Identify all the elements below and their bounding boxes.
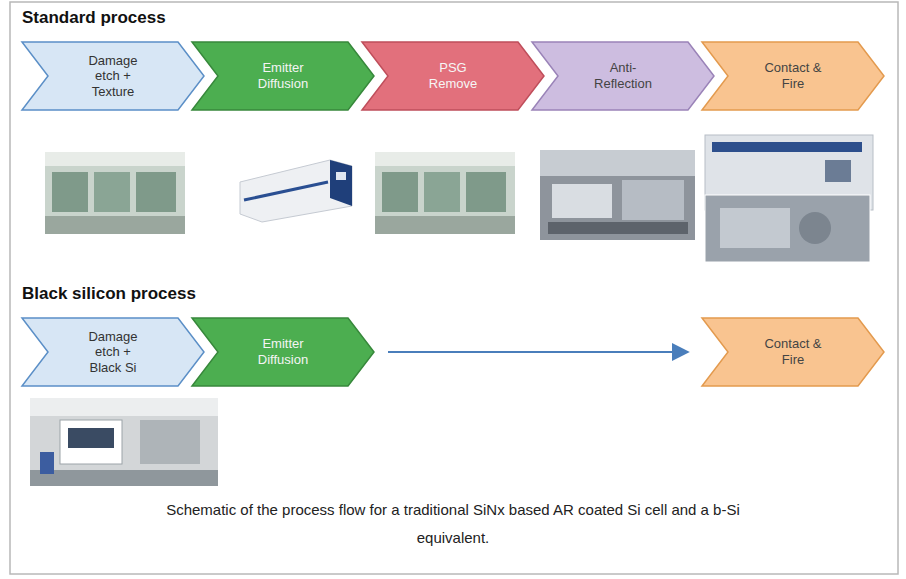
equipment-photo xyxy=(45,152,185,234)
equipment-photo xyxy=(375,152,515,234)
section-heading: Standard process xyxy=(22,8,166,28)
step-text: Emitter Diffusion xyxy=(248,336,318,367)
chevron-shape xyxy=(22,42,204,110)
step-text: Contact & Fire xyxy=(758,60,828,91)
process-chevron: Contact & Fire xyxy=(702,318,884,386)
chevron-shape xyxy=(532,42,714,110)
step-text: Damage etch + Texture xyxy=(78,53,148,100)
step-text: Anti-Reflection xyxy=(588,60,658,91)
chevron-shape xyxy=(702,42,884,110)
process-chevron: Emitter Diffusion xyxy=(192,318,374,386)
chevron-shape xyxy=(702,318,884,386)
chevron-shape xyxy=(192,318,374,386)
step-text: Contact & Fire xyxy=(758,336,828,367)
equipment-photo xyxy=(540,150,695,240)
process-chevron: Damage etch + Texture xyxy=(22,42,204,110)
flow-arrow xyxy=(388,351,688,353)
process-chevron: Damage etch + Black Si xyxy=(22,318,204,386)
caption: Schematic of the process flow for a trad… xyxy=(143,496,763,552)
process-chevron: PSG Remove xyxy=(362,42,544,110)
frame xyxy=(10,2,898,574)
step-text: PSG Remove xyxy=(418,60,488,91)
chevron-shape xyxy=(192,42,374,110)
equipment-photo xyxy=(30,398,218,486)
process-chevron: Contact & Fire xyxy=(702,42,884,110)
equipment-photo xyxy=(240,160,352,222)
equipment-photo xyxy=(705,135,873,262)
step-text: Damage etch + Black Si xyxy=(78,329,148,376)
step-text: Emitter Diffusion xyxy=(248,60,318,91)
chevron-shape xyxy=(362,42,544,110)
process-chevron: Emitter Diffusion xyxy=(192,42,374,110)
section-heading: Black silicon process xyxy=(22,284,196,304)
chevron-shape xyxy=(22,318,204,386)
process-chevron: Anti-Reflection xyxy=(532,42,714,110)
